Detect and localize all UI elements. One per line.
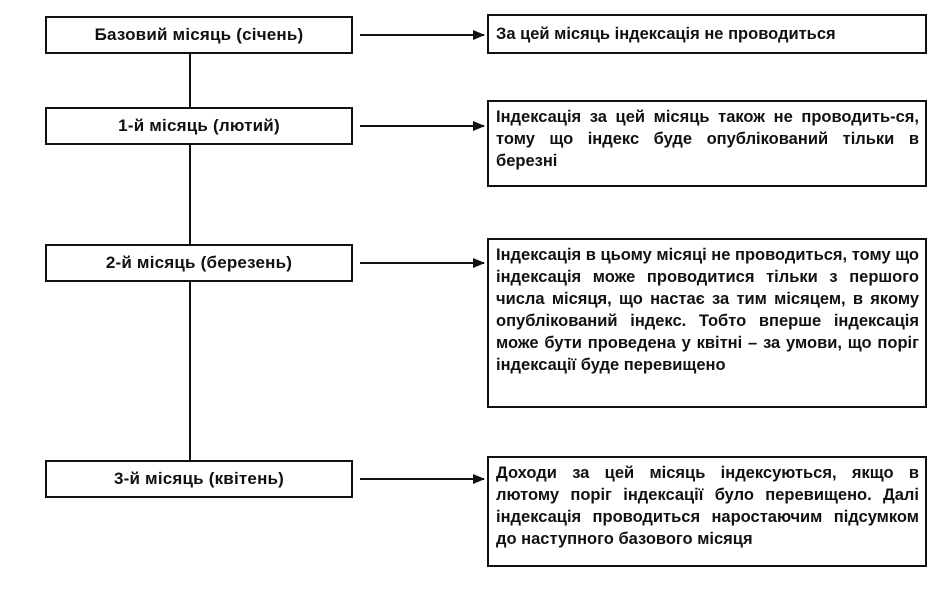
description-text: За цей місяць індексація не проводиться xyxy=(496,25,836,43)
month-box-base: Базовий місяць (січень) xyxy=(45,16,353,54)
month-box-1: 1-й місяць (лютий) xyxy=(45,107,353,145)
description-box-1: Індексація за цей місяць також не провод… xyxy=(487,100,927,187)
description-box-2: Індексація в цьому місяці не проводиться… xyxy=(487,238,927,408)
month-label: Базовий місяць (січень) xyxy=(94,25,304,44)
month-box-2: 2-й місяць (березень) xyxy=(45,244,353,282)
month-box-3: 3-й місяць (квітень) xyxy=(45,460,353,498)
description-text: Доходи за цей місяць індексуються, якщо … xyxy=(496,464,919,548)
month-label: 2-й місяць (березень) xyxy=(105,253,293,272)
description-box-3: Доходи за цей місяць індексуються, якщо … xyxy=(487,456,927,567)
month-label: 1-й місяць (лютий) xyxy=(118,116,280,135)
month-label: 3-й місяць (квітень) xyxy=(113,469,285,488)
description-box-base: За цей місяць індексація не проводиться xyxy=(487,14,927,54)
description-text: Індексація в цьому місяці не проводиться… xyxy=(496,246,919,374)
description-text: Індексація за цей місяць також не провод… xyxy=(496,108,919,170)
